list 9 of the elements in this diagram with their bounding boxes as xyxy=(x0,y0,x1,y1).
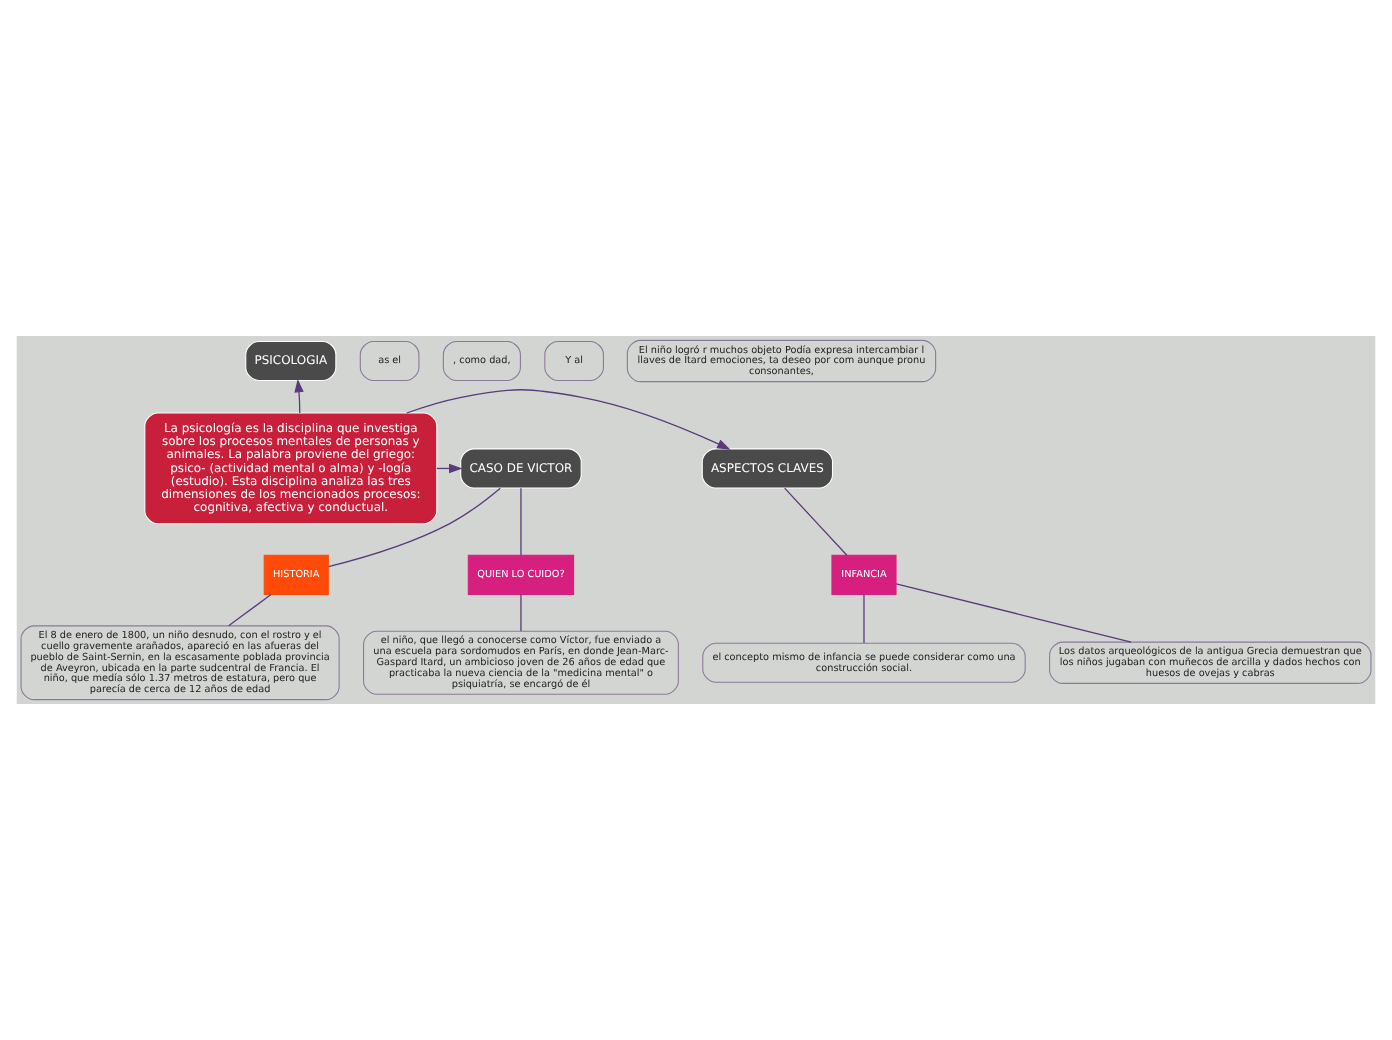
connector xyxy=(228,593,272,627)
arrow xyxy=(406,389,731,450)
connector xyxy=(520,487,522,556)
connector xyxy=(863,593,865,644)
connector xyxy=(895,583,1132,643)
connector xyxy=(327,487,501,568)
connector xyxy=(520,593,522,632)
connector xyxy=(784,487,848,556)
arrow xyxy=(294,378,304,414)
